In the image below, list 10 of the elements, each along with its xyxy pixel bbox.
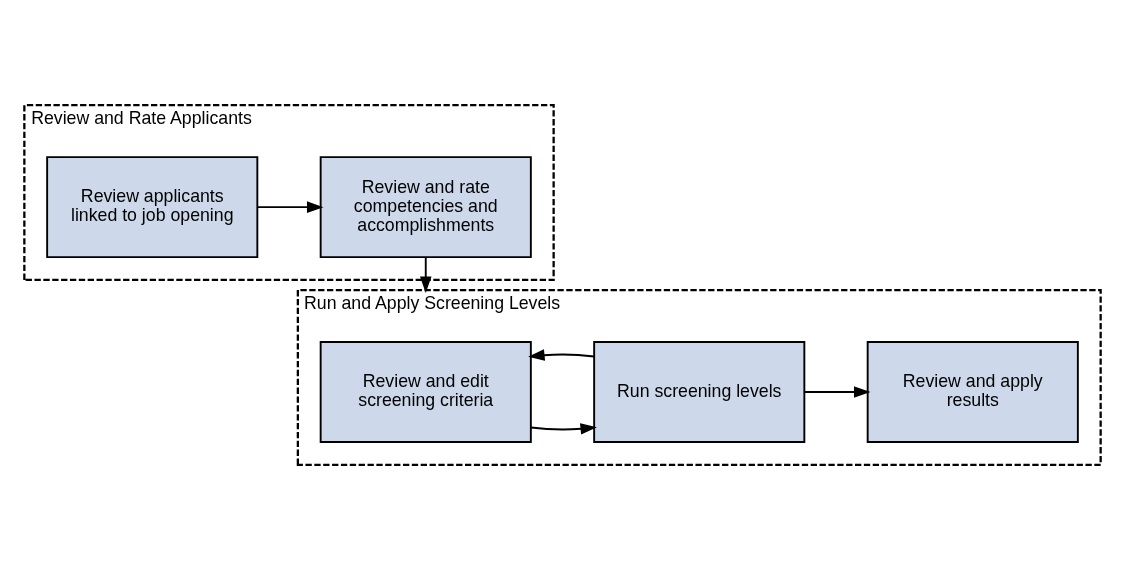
node-box: Review applicants linked to job opening	[46, 155, 259, 258]
arrow	[256, 200, 324, 213]
node-box: Review and edit screening criteria	[319, 340, 532, 443]
node-box: Run screening levels	[593, 340, 806, 443]
arrow	[528, 348, 596, 361]
node-box: Review and apply results	[866, 340, 1079, 443]
node-box: Review and rate competencies and accomplishments	[319, 155, 532, 258]
arrow	[530, 422, 597, 435]
arrow	[419, 255, 432, 293]
arrow	[803, 385, 871, 398]
